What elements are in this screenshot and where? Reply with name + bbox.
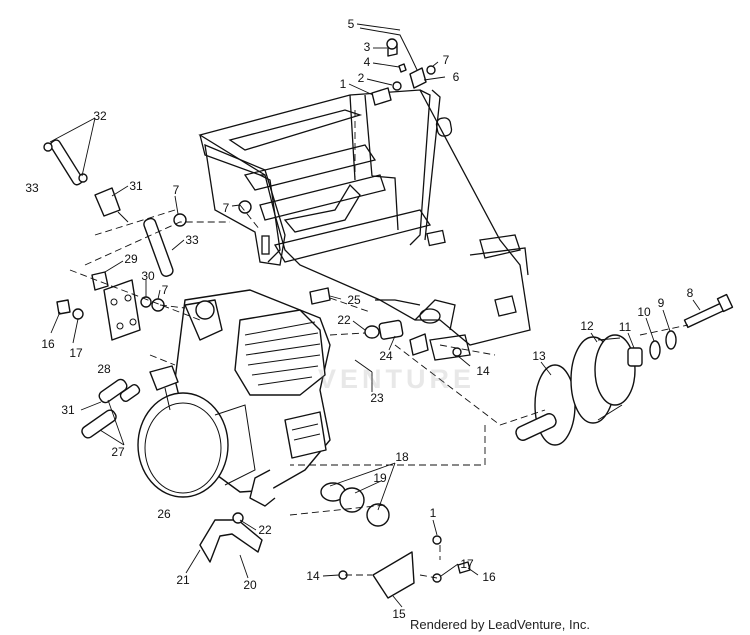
callout-27: 27 xyxy=(111,445,125,459)
callout-16: 16 xyxy=(41,337,55,351)
callout-13: 13 xyxy=(532,349,546,363)
callout-31: 31 xyxy=(129,179,143,193)
callout-3: 3 xyxy=(363,40,371,54)
watermark: VENTURE xyxy=(318,364,476,394)
callout-5: 5 xyxy=(347,17,355,31)
callout-17: 17 xyxy=(69,346,83,360)
callout-7: 7 xyxy=(161,283,169,297)
callout-22: 22 xyxy=(258,523,272,537)
callout-28: 28 xyxy=(97,362,111,376)
callout-9: 9 xyxy=(657,296,665,310)
assembly-guide-lines xyxy=(69,110,689,579)
callout-25: 25 xyxy=(347,293,361,307)
callout-2: 2 xyxy=(357,71,365,85)
callout-33: 33 xyxy=(185,233,199,247)
callout-7: 7 xyxy=(442,53,450,67)
callout-22: 22 xyxy=(337,313,351,327)
callout-18: 18 xyxy=(395,450,409,464)
callout-33: 33 xyxy=(25,181,39,195)
callout-21: 21 xyxy=(176,573,190,587)
callout-23: 23 xyxy=(370,391,384,405)
callout-6: 6 xyxy=(452,70,460,84)
callout-12: 12 xyxy=(580,319,594,333)
callout-8: 8 xyxy=(686,286,694,300)
callout-14: 14 xyxy=(306,569,320,583)
callout-11: 11 xyxy=(618,320,632,334)
callout-1: 1 xyxy=(429,506,437,520)
callout-32: 32 xyxy=(93,109,107,123)
callout-30: 30 xyxy=(141,269,155,283)
callout-7: 7 xyxy=(172,183,180,197)
callout-20: 20 xyxy=(243,578,257,592)
callout-10: 10 xyxy=(637,305,651,319)
drive-clutch-assembly xyxy=(515,293,734,446)
callout-16: 16 xyxy=(482,570,496,584)
callout-26: 26 xyxy=(157,507,171,521)
render-credit: Rendered by LeadVenture, Inc. xyxy=(410,617,590,632)
callout-24: 24 xyxy=(379,349,393,363)
callout-leaders xyxy=(49,23,701,608)
callout-31: 31 xyxy=(61,403,75,417)
callout-1: 1 xyxy=(339,77,347,91)
callout-7: 7 xyxy=(222,201,230,215)
small-parts xyxy=(43,27,471,599)
callout-4: 4 xyxy=(363,55,371,69)
engine-mount-plate xyxy=(204,143,286,266)
engine-block xyxy=(137,289,331,507)
callout-19: 19 xyxy=(373,471,387,485)
callout-17: 17 xyxy=(460,557,474,571)
callout-15: 15 xyxy=(392,607,406,621)
callout-14: 14 xyxy=(476,364,490,378)
callout-29: 29 xyxy=(124,252,138,266)
frame-chassis xyxy=(198,89,531,361)
